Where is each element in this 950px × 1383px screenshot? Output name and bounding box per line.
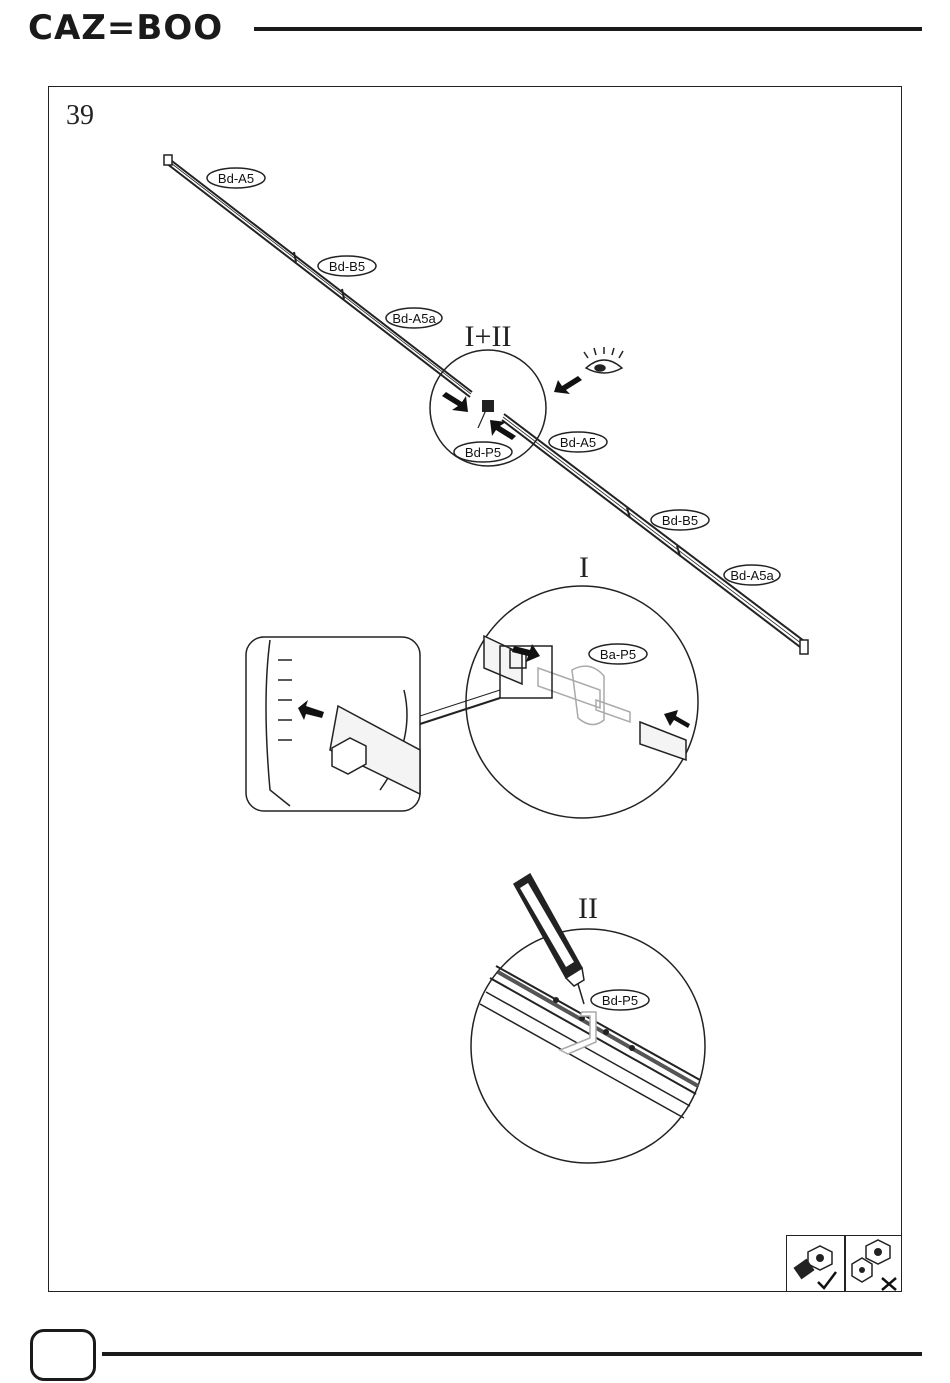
svg-text:Bd-A5a: Bd-A5a: [392, 311, 436, 326]
page-number-box: [30, 1329, 96, 1381]
svg-text:Bd-A5: Bd-A5: [218, 171, 254, 186]
svg-text:Bd-A5: Bd-A5: [560, 435, 596, 450]
label-joint-p5: Bd-P5: [454, 442, 512, 462]
footer-rule: [102, 1352, 922, 1356]
svg-text:Ba-P5: Ba-P5: [600, 647, 636, 662]
svg-text:Bd-P5: Bd-P5: [602, 993, 638, 1008]
overview-label: I+II: [465, 320, 512, 353]
label-upper-left-a5a: Bd-A5a: [386, 308, 442, 328]
label-lower-right-a5: Bd-A5: [549, 432, 607, 452]
label-upper-left-b5: Bd-B5: [318, 256, 376, 276]
svg-text:Bd-P5: Bd-P5: [465, 445, 501, 460]
eye-icon: [584, 347, 623, 373]
label-upper-left-a5: Bd-A5: [207, 168, 265, 188]
rail-upper: [164, 155, 472, 397]
detail-ii-label: II: [578, 892, 598, 925]
label-lower-right-b5: Bd-B5: [651, 510, 709, 530]
detail-i-label: I: [579, 551, 589, 584]
svg-text:Bd-B5: Bd-B5: [662, 513, 698, 528]
label-detail-ii-p5: Bd-P5: [591, 990, 649, 1010]
label-lower-right-a5a: Bd-A5a: [724, 565, 780, 585]
label-detail-i-p5: Ba-P5: [589, 644, 647, 664]
zoom-panel: [246, 637, 420, 811]
detail-ii: Bd-P5: [471, 929, 705, 1163]
bolt-tip-divider: [844, 1235, 846, 1292]
svg-text:Bd-A5a: Bd-A5a: [730, 568, 774, 583]
svg-text:Bd-B5: Bd-B5: [329, 259, 365, 274]
detail-i: Ba-P5: [466, 586, 698, 818]
